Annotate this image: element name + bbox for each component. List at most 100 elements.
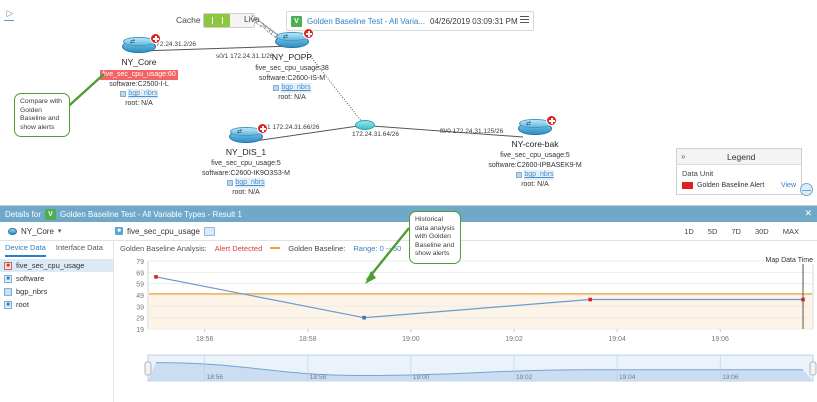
chevron-right-icon[interactable]: »: [681, 152, 686, 161]
tree-item-software[interactable]: ■ software: [0, 272, 113, 285]
node-root: root: N/A: [521, 180, 549, 188]
attribute-icon: ■: [4, 274, 12, 283]
baseline-range-label: Range: 0 -- 50: [353, 243, 402, 253]
link-label-1: s0/1 172.24.31.1/26: [216, 53, 274, 60]
bgp-nbrs-link[interactable]: bgp_nbrs: [235, 178, 265, 188]
tree-item-root[interactable]: ■ root: [0, 298, 113, 311]
details-header: Details for V Golden Baseline Test - All…: [0, 206, 817, 222]
table-icon: [4, 287, 12, 296]
network-cloud-node[interactable]: [355, 120, 375, 130]
range-button-7d[interactable]: 7D: [731, 226, 741, 236]
node-root: root: N/A: [278, 93, 306, 101]
router-icon: [8, 227, 17, 235]
hamburger-icon[interactable]: [520, 16, 529, 24]
legend-title: Legend: [727, 151, 756, 162]
data-tree-items: ■ five_sec_cpu_usage ■ software bgp_nbrs…: [0, 259, 113, 311]
svg-text:19: 19: [136, 327, 144, 334]
cache-label: Cache: [176, 15, 201, 25]
svg-text:19:00: 19:00: [402, 336, 420, 343]
link-label-2: e0/1 172.24.31.66/26: [258, 124, 320, 131]
legend-data-unit-label: Data Unit: [682, 169, 714, 178]
node-metric-value: five_sec_cpu_usage:5: [211, 160, 281, 167]
close-icon[interactable]: ✕: [804, 208, 812, 218]
chart-title: Golden Baseline Analysis:: [120, 243, 207, 253]
tree-item-bgp-nbrs[interactable]: bgp_nbrs: [0, 285, 113, 298]
node-attributes: five_sec_cpu_usage:60 software:C2500-I-L…: [79, 69, 199, 108]
svg-text:18:56: 18:56: [196, 336, 214, 343]
panel-collapse-handle[interactable]: ▷: [4, 8, 16, 26]
data-tree-panel: Device Data Interface Data ■ five_sec_cp…: [0, 241, 114, 402]
details-header-title: Golden Baseline Test - All Variable Type…: [60, 209, 242, 219]
svg-text:18:58: 18:58: [310, 374, 327, 381]
router-icon: ⇄: [229, 123, 268, 144]
data-tabs[interactable]: Device Data Interface Data: [0, 241, 113, 257]
tab-interface-data[interactable]: Interface Data: [55, 243, 103, 252]
baseline-legend-label: Golden Baseline:: [288, 243, 346, 253]
metric-selector[interactable]: ■ five_sec_cpu_usage: [115, 226, 215, 236]
bgp-nbrs-link[interactable]: bgp_nbrs: [524, 170, 554, 180]
router-icon: ⇄: [122, 33, 161, 54]
node-software: software:C2600-IK9O3S3-M: [202, 169, 290, 177]
chevron-down-icon[interactable]: ▾: [57, 228, 62, 235]
range-button-max[interactable]: MAX: [782, 226, 799, 236]
table-icon: [120, 90, 127, 97]
alert-color-swatch: [682, 182, 693, 189]
svg-text:79: 79: [136, 259, 144, 266]
node-root: root: N/A: [232, 188, 260, 196]
node-ny-dis-1[interactable]: ⇄ NY_DIS_1 five_sec_cpu_usage:5 software…: [186, 123, 306, 197]
alert-badge-icon: [257, 123, 268, 134]
bgp-nbrs-link[interactable]: bgp_nbrs: [128, 89, 158, 99]
selected-device-name: NY_Core: [21, 226, 54, 236]
node-ny-core[interactable]: ⇄ NY_Core five_sec_cpu_usage:60 software…: [79, 33, 199, 108]
legend-panel[interactable]: » Legend Data Unit Golden Baseline Alert…: [676, 148, 802, 195]
callout-compare-baseline: Compare with Golden Baseline and show al…: [14, 93, 70, 138]
alert-badge-icon: [546, 115, 557, 126]
legend-header[interactable]: » Legend: [677, 149, 801, 165]
callout-historical-analysis: Historical data analysis with Golden Bas…: [409, 211, 461, 264]
test-timestamp: 04/26/2019 03:09:31 PM: [430, 16, 518, 26]
svg-text:18:56: 18:56: [207, 374, 224, 381]
range-button-5d[interactable]: 5D: [707, 226, 718, 236]
network-topology-map[interactable]: ▷ Cache Live 172.24.31.2/26 V Golden Bas…: [0, 0, 817, 205]
node-metric-value: five_sec_cpu_usage:5: [500, 152, 570, 159]
node-ny-core-bak[interactable]: ⇄ NY-core-bak five_sec_cpu_usage:5 softw…: [475, 115, 595, 189]
time-range-buttons[interactable]: 1D 5D 7D 30D MAX: [684, 227, 817, 236]
chart-legend: Golden Baseline Analysis: Alert Detected…: [118, 241, 817, 255]
node-name: NY_DIS_1: [225, 147, 267, 157]
tree-item-label: bgp_nbrs: [16, 287, 48, 296]
cache-live-toggle[interactable]: [203, 13, 255, 28]
legend-body: Data Unit Golden Baseline Alert View: [677, 165, 801, 194]
bgp-nbrs-link[interactable]: bgp_nbrs: [281, 83, 311, 93]
details-panel: Details for V Golden Baseline Test - All…: [0, 205, 817, 402]
metric-expand-button[interactable]: [203, 226, 215, 236]
legend-view-link[interactable]: View: [780, 182, 796, 189]
router-icon: ⇄: [275, 28, 314, 49]
node-ny-popp[interactable]: ⇄ NY_POPP five_sec_cpu_usage:38 software…: [232, 28, 352, 102]
tab-device-data[interactable]: Device Data: [5, 243, 46, 257]
tree-item-five-sec-cpu-usage[interactable]: ■ five_sec_cpu_usage: [0, 259, 113, 272]
attribute-icon: ■: [4, 300, 12, 309]
node-software: software:C2600-IS-M: [258, 74, 326, 82]
svg-text:29: 29: [136, 316, 144, 323]
range-button-1d[interactable]: 1D: [684, 226, 694, 236]
table-icon: [273, 84, 280, 91]
node-name: NY_Core: [121, 57, 157, 67]
live-label: Live: [244, 14, 260, 24]
globe-icon[interactable]: [800, 183, 813, 196]
svg-text:19:06: 19:06: [722, 374, 739, 381]
device-selector[interactable]: NY_Core ▾: [0, 227, 115, 236]
details-header-prefix: Details for: [5, 209, 42, 219]
svg-text:18:58: 18:58: [299, 336, 317, 343]
node-attributes: five_sec_cpu_usage:5 software:C2600-IPBA…: [475, 151, 595, 189]
test-badge-icon: V: [291, 15, 302, 27]
node-name: NY_POPP: [271, 52, 313, 62]
range-button-30d[interactable]: 30D: [754, 226, 769, 236]
node-metric-value: five_sec_cpu_usage:60: [100, 70, 178, 80]
svg-text:69: 69: [136, 270, 144, 277]
test-selector[interactable]: V Golden Baseline Test - All Varia... 04…: [286, 11, 534, 31]
